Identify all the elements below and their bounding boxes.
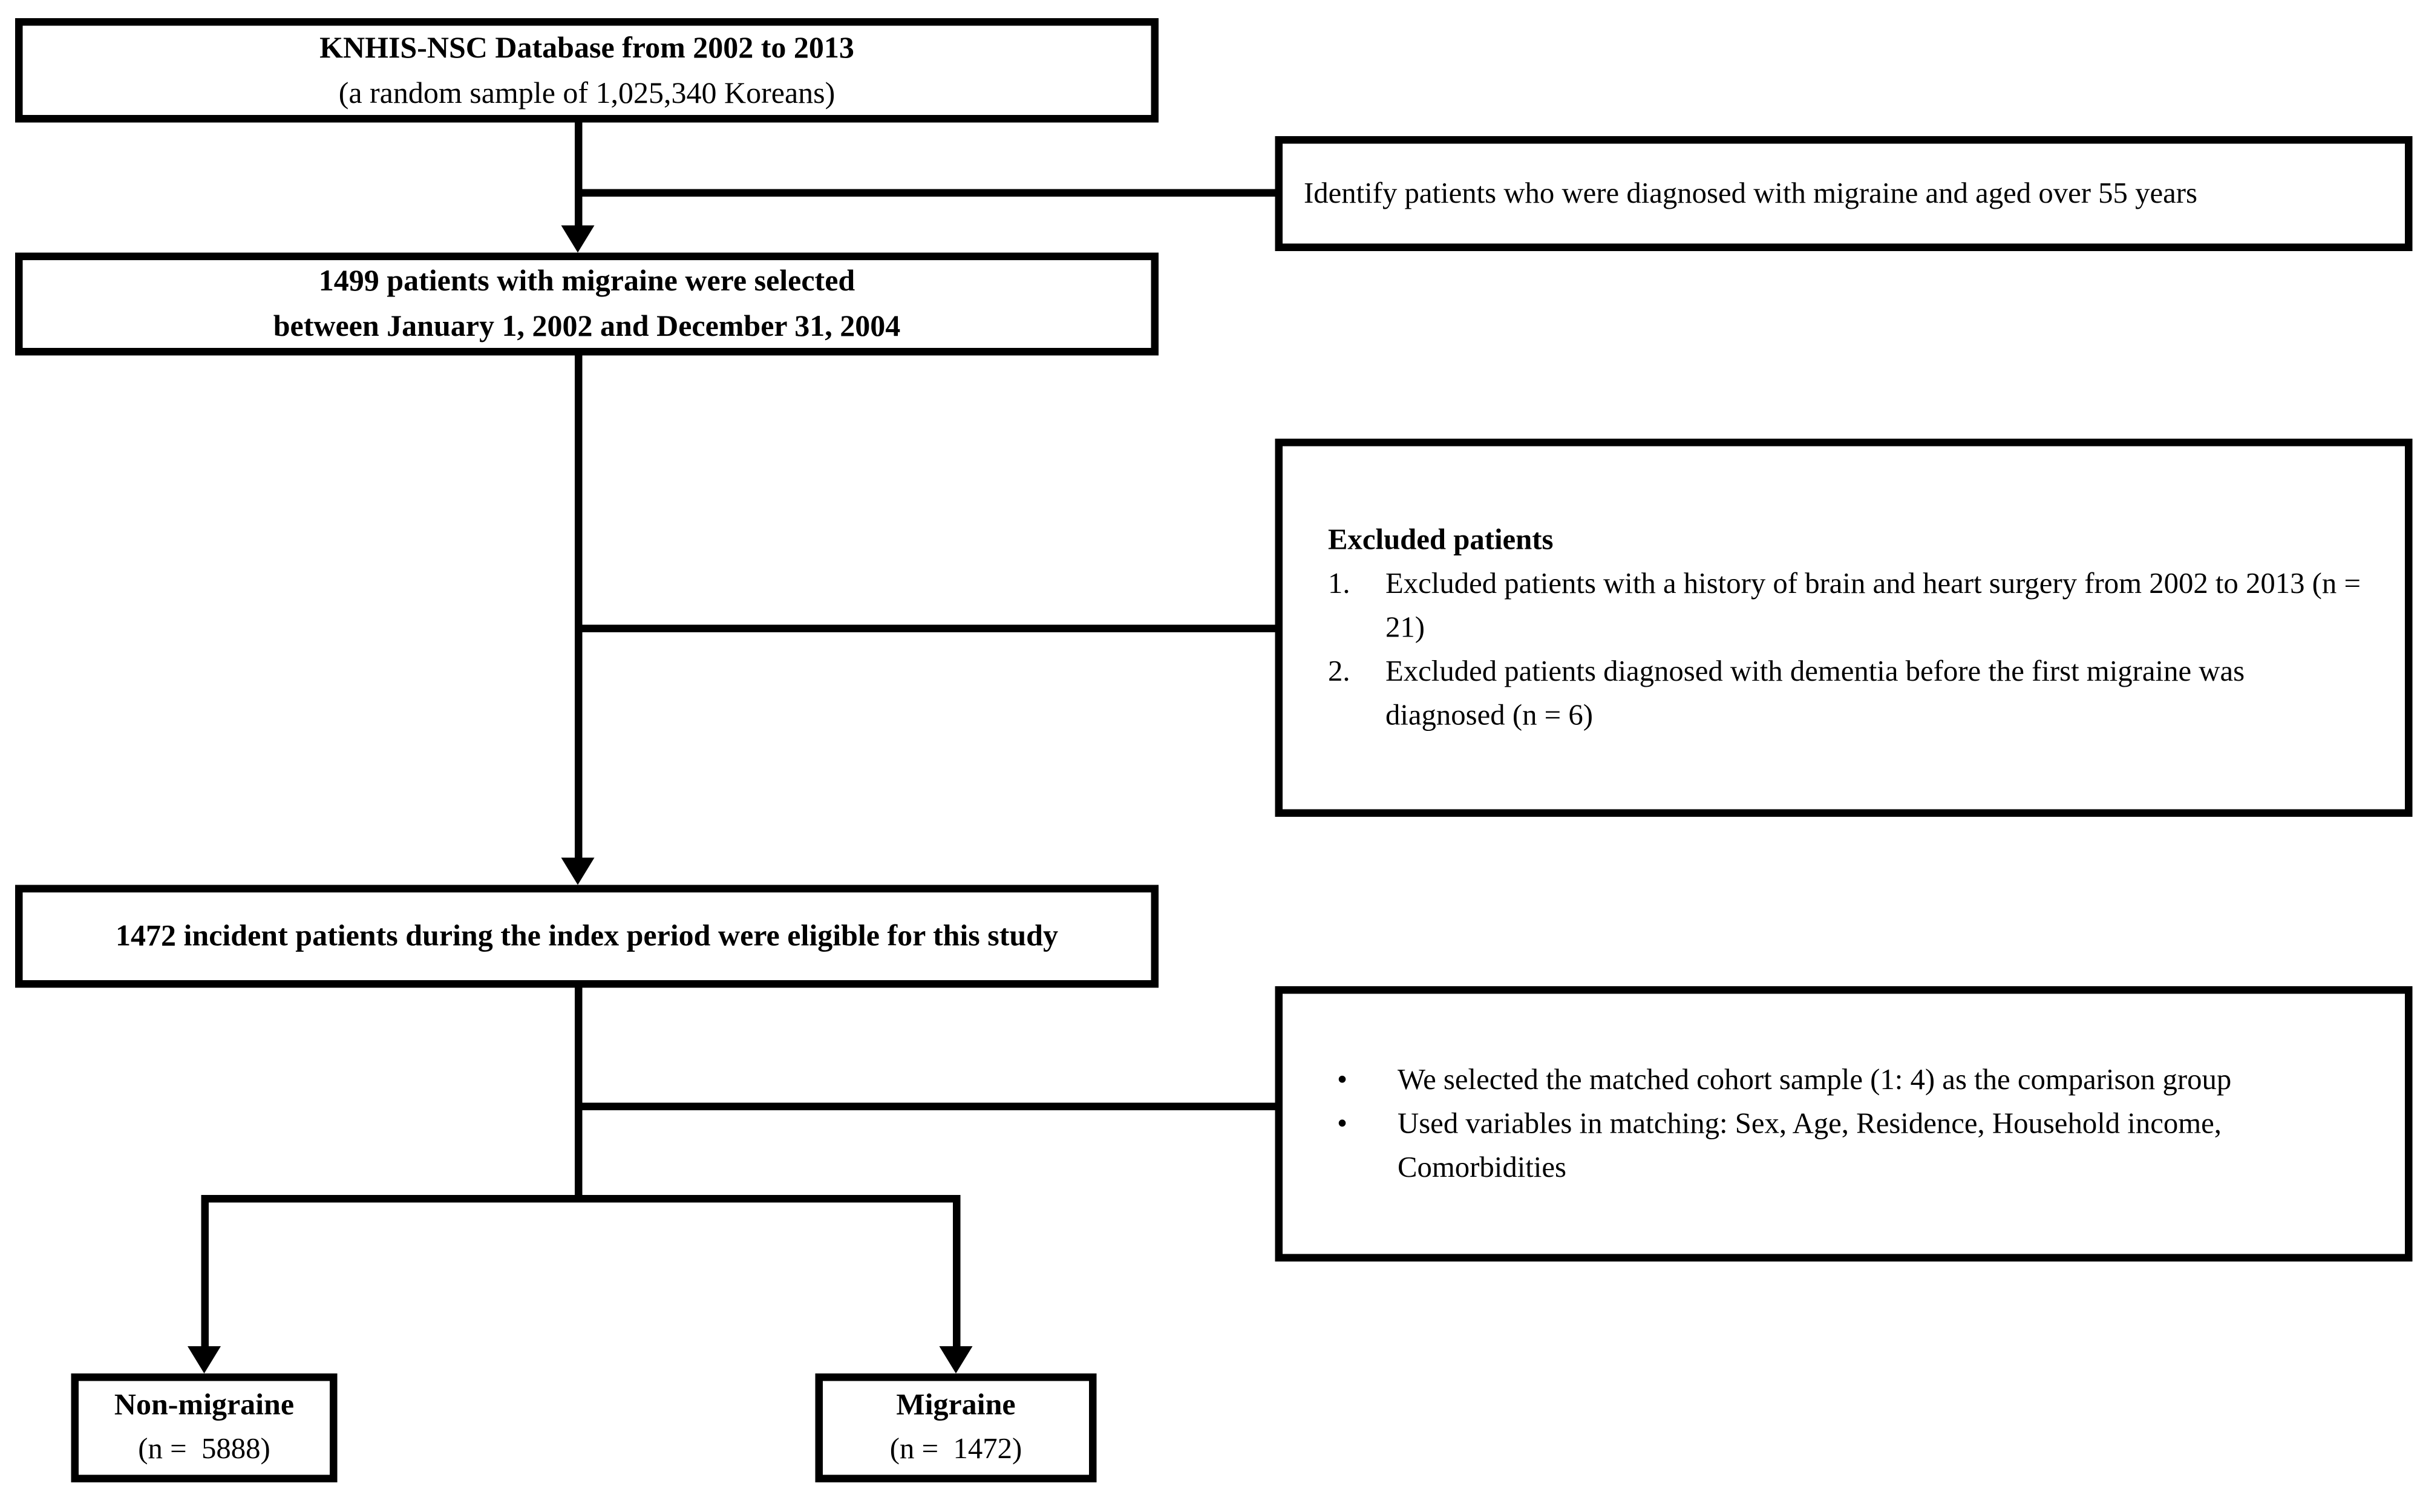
bullet-icon: •: [1337, 1064, 1348, 1096]
connector-branch-matching: [575, 1102, 1275, 1110]
connector-source-to-selected: [575, 122, 583, 229]
box-matching-note: • We selected the matched cohort sample …: [1275, 986, 2413, 1262]
box-source-database: KNHIS-NSC Database from 2002 to 2013 (a …: [15, 18, 1159, 123]
box-identify-note: Identify patients who were diagnosed wit…: [1275, 136, 2413, 251]
arrowhead-non-migraine: [188, 1346, 221, 1373]
bullet-icon: •: [1337, 1108, 1348, 1140]
excluded-item-number: 2.: [1328, 655, 1350, 688]
arrowhead-migraine: [939, 1346, 973, 1373]
excluded-note-content: Excluded patients 1. Excluded patients w…: [1283, 518, 2405, 738]
matching-bullet-item: • Used variables in matching: Sex, Age, …: [1328, 1102, 2369, 1190]
connector-branch-excluded: [575, 624, 1275, 632]
source-database-subtitle: (a random sample of 1,025,340 Koreans): [338, 76, 836, 110]
source-database-title: KNHIS-NSC Database from 2002 to 2013: [319, 31, 854, 65]
identify-note-text: Identify patients who were diagnosed wit…: [1304, 177, 2197, 210]
matching-bullet-item: • We selected the matched cohort sample …: [1328, 1058, 2369, 1102]
selected-patients-line2: between January 1, 2002 and December 31,…: [273, 310, 901, 344]
box-non-migraine-cohort: Non-migraine (n = 5888): [71, 1373, 338, 1482]
excluded-item-text: Excluded patients diagnosed with dementi…: [1385, 655, 2245, 731]
connector-split-horizontal: [201, 1195, 961, 1203]
box-selected-patients: 1499 patients with migraine were selecte…: [15, 252, 1159, 356]
eligible-patients-text: 1472 incident patients during the index …: [116, 920, 1058, 953]
non-migraine-count: (n = 5888): [138, 1434, 270, 1466]
selected-patients-line1: 1499 patients with migraine were selecte…: [318, 264, 855, 298]
box-excluded-note: Excluded patients 1. Excluded patients w…: [1275, 439, 2413, 817]
box-eligible-patients: 1472 incident patients during the index …: [15, 885, 1159, 988]
excluded-item: 2. Excluded patients diagnosed with deme…: [1328, 650, 2369, 738]
migraine-title: Migraine: [896, 1389, 1016, 1422]
excluded-note-title: Excluded patients: [1328, 524, 1554, 556]
non-migraine-title: Non-migraine: [114, 1389, 295, 1422]
connector-split-to-non-migraine: [201, 1195, 209, 1346]
connector-branch-identify: [575, 189, 1275, 197]
excluded-item-text: Excluded patients with a history of brai…: [1385, 568, 2361, 644]
matching-bullet-text: We selected the matched cohort sample (1…: [1398, 1064, 2232, 1096]
connector-eligible-to-split: [575, 987, 583, 1203]
arrowhead-eligible: [561, 857, 595, 885]
excluded-item-number: 1.: [1328, 568, 1350, 600]
matching-note-content: • We selected the matched cohort sample …: [1283, 1058, 2405, 1190]
connector-split-to-migraine: [953, 1195, 961, 1346]
migraine-count: (n = 1472): [889, 1434, 1022, 1466]
arrowhead-selected: [561, 225, 595, 253]
excluded-item: 1. Excluded patients with a history of b…: [1328, 562, 2369, 650]
matching-bullet-text: Used variables in matching: Sex, Age, Re…: [1398, 1108, 2222, 1184]
box-migraine-cohort: Migraine (n = 1472): [815, 1373, 1097, 1482]
connector-selected-to-eligible: [575, 355, 583, 858]
